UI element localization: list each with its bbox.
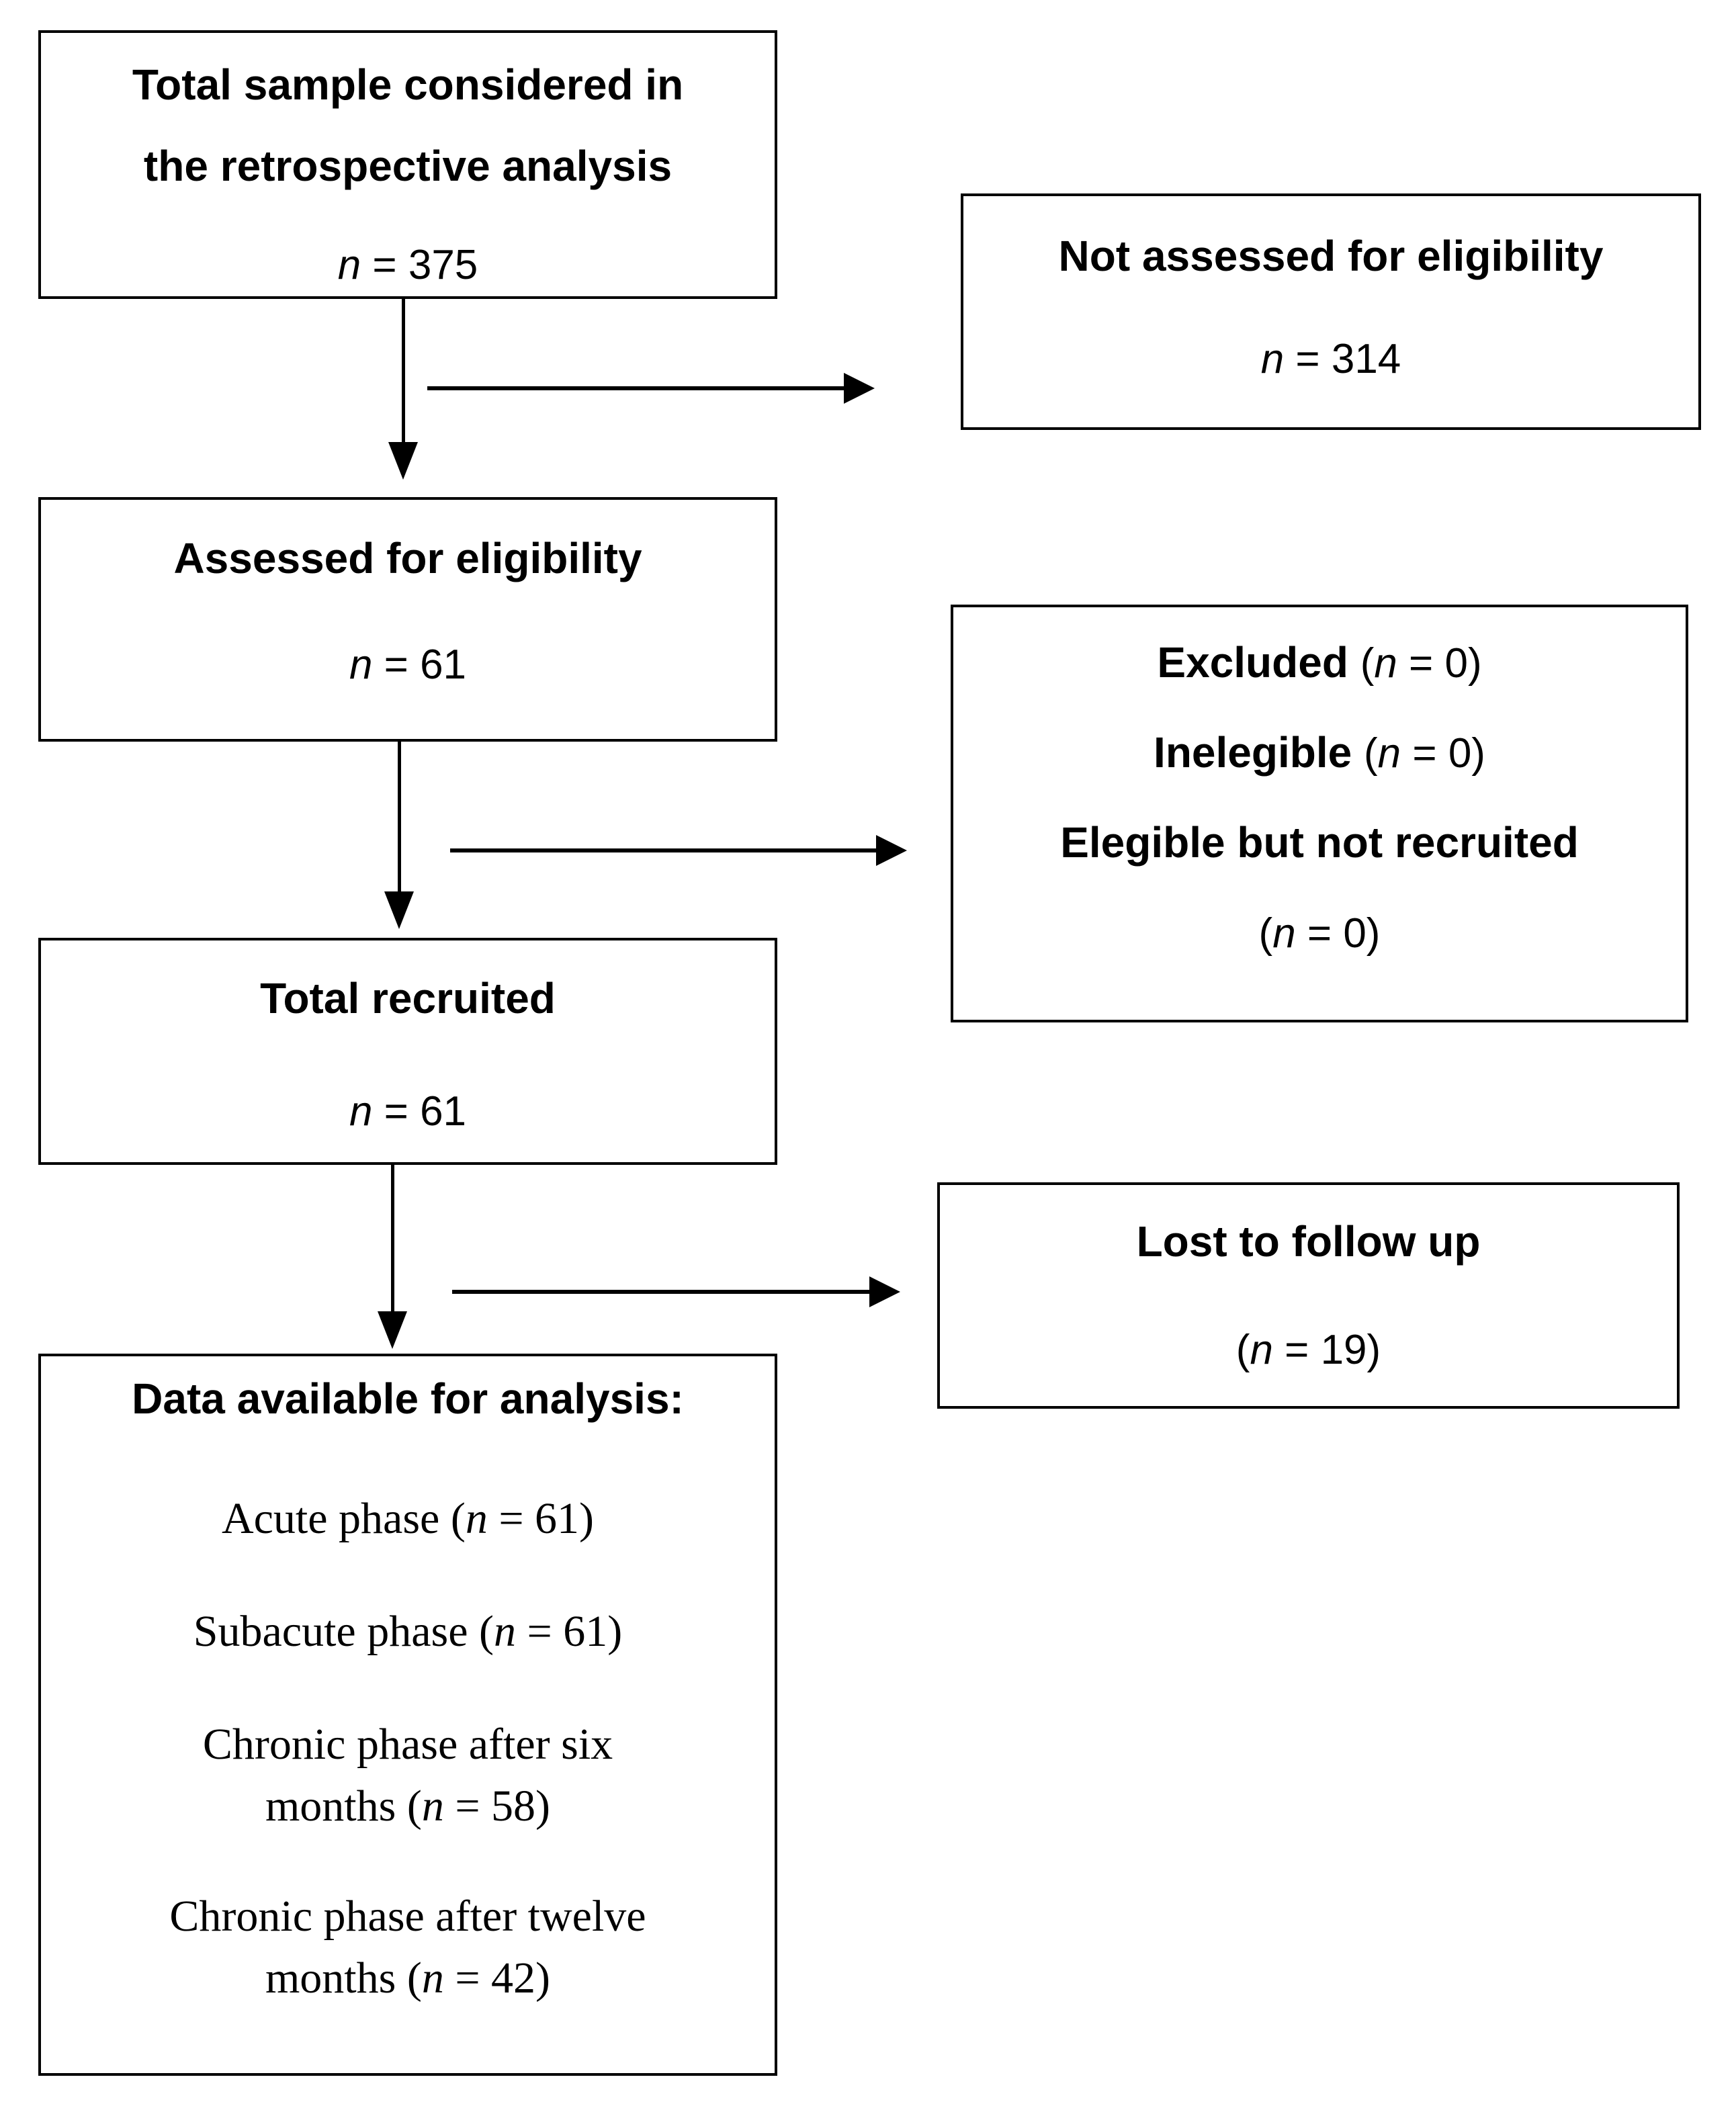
excluded-lines: Excluded (n = 0) Inelegible (n = 0) Eleg…: [959, 618, 1680, 978]
data-item-line: Chronic phase after six: [202, 1720, 613, 1769]
arrow-down-2-line: [398, 742, 401, 893]
excluded-line: Excluded (n = 0): [1157, 638, 1482, 687]
data-item: Acute phase (n = 61): [221, 1494, 595, 1543]
excluded-line: Inelegible (n = 0): [1154, 728, 1485, 777]
box-not-assessed: Not assessed for eligibility n = 314: [961, 193, 1701, 430]
box-total-sample: Total sample considered in the retrospec…: [38, 30, 777, 299]
box-title: Not assessed for eligibility: [1058, 232, 1604, 280]
data-item: Subacute phase (n = 61): [193, 1607, 623, 1656]
n-value: n = 375: [337, 242, 478, 288]
box-title: Data available for analysis:: [132, 1374, 684, 1423]
box-assessed-for-eligibility: Assessed for eligibility n = 61: [38, 497, 777, 742]
arrow-right-2-head: [876, 835, 907, 866]
data-item-line: Chronic phase after twelve: [169, 1892, 646, 1941]
arrow-down-1-line: [402, 299, 405, 443]
box-title: Total sample considered in the retrospec…: [46, 44, 769, 207]
arrow-down-3-line: [391, 1165, 394, 1313]
arrow-right-1-head: [844, 373, 875, 404]
box-data-available: Data available for analysis: Acute phase…: [38, 1354, 777, 2076]
data-item: Chronic phase after twelve months (n = 4…: [92, 1886, 724, 2009]
n-value: n = 314: [1260, 336, 1401, 382]
arrow-down-3-head: [378, 1311, 407, 1349]
box-total-recruited: Total recruited n = 61: [38, 938, 777, 1165]
excluded-line: Elegible but not recruited: [1060, 818, 1579, 867]
data-item: Chronic phase after six months (n = 58): [92, 1714, 724, 1837]
box-title: Assessed for eligibility: [173, 534, 642, 582]
title-line: the retrospective analysis: [143, 142, 672, 190]
box-title: Total recruited: [260, 974, 556, 1022]
n-value: n = 61: [349, 642, 467, 688]
arrow-right-3-head: [869, 1276, 900, 1307]
excluded-line: (n = 0): [1258, 910, 1381, 957]
arrow-right-3-line: [452, 1290, 871, 1294]
n-value: n = 61: [349, 1088, 467, 1135]
data-item-line: months (n = 58): [265, 1782, 551, 1831]
box-title: Lost to follow up: [1136, 1217, 1481, 1266]
data-item-line: months (n = 42): [265, 1954, 551, 2003]
arrow-right-2-line: [450, 848, 877, 852]
n-value: (n = 19): [1235, 1327, 1381, 1373]
title-line: Total sample considered in: [132, 60, 684, 109]
box-excluded: Excluded (n = 0) Inelegible (n = 0) Eleg…: [951, 605, 1688, 1022]
arrow-right-1-line: [427, 386, 845, 390]
box-lost-to-follow-up: Lost to follow up (n = 19): [937, 1182, 1680, 1409]
arrow-down-2-head: [384, 891, 414, 929]
arrow-down-1-head: [388, 442, 418, 480]
